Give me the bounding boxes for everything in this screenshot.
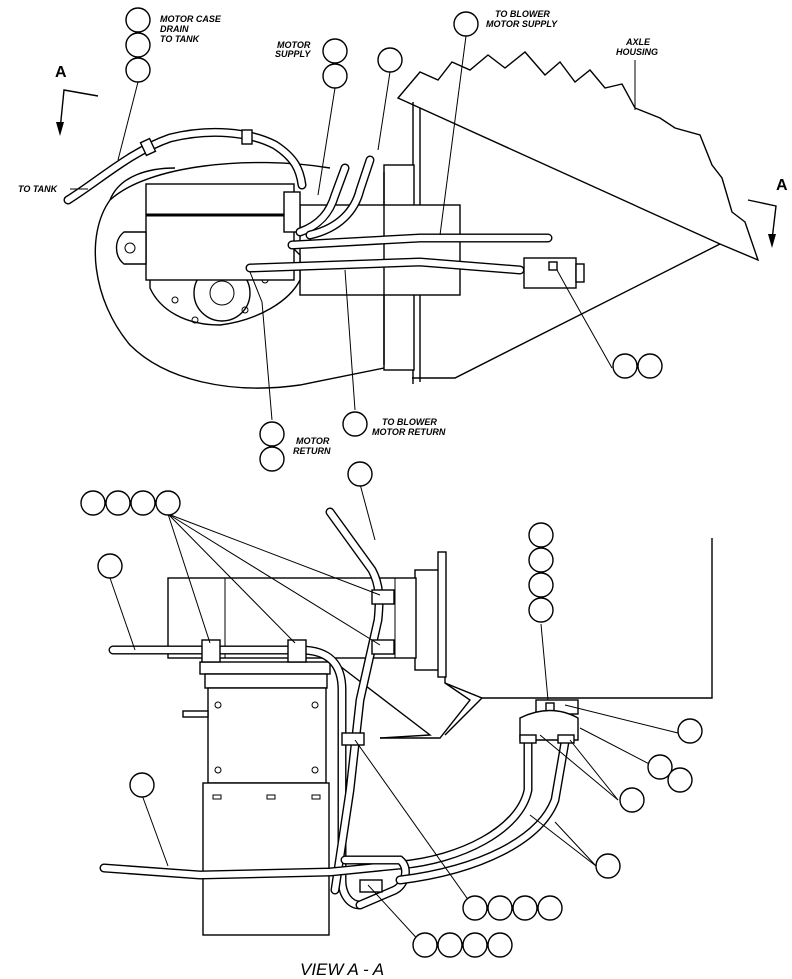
view-caption: VIEW A - A bbox=[300, 960, 384, 979]
motor-body bbox=[145, 183, 301, 326]
callout-balloons-top bbox=[125, 7, 663, 472]
callout-balloon bbox=[537, 895, 563, 921]
callout-balloon bbox=[125, 32, 151, 58]
fitting-block bbox=[519, 699, 579, 744]
label-motor-case-drain-3: TO TANK bbox=[160, 34, 201, 44]
callout-balloon bbox=[528, 547, 554, 573]
callout-balloon bbox=[412, 932, 438, 958]
callout-balloon bbox=[259, 446, 285, 472]
callout-balloon bbox=[487, 932, 513, 958]
axle-housing bbox=[396, 51, 760, 262]
label-motor-supply-2: SUPPLY bbox=[275, 49, 311, 59]
callout-balloon bbox=[487, 895, 513, 921]
callout-balloon bbox=[612, 353, 638, 379]
mounting-ear bbox=[115, 231, 147, 265]
callout-balloon bbox=[667, 767, 693, 793]
top-view: A A MOTOR CASE DRAIN T bbox=[18, 7, 788, 472]
label-motor-supply-1: MOTOR bbox=[277, 40, 311, 50]
label-axle-housing-1: AXLE bbox=[625, 37, 651, 47]
callout-balloon bbox=[97, 553, 123, 579]
callout-balloon bbox=[80, 490, 106, 516]
supply-hoses bbox=[245, 155, 553, 275]
label-motor-case-drain-1: MOTOR CASE bbox=[160, 14, 222, 24]
callout-balloon bbox=[322, 38, 348, 64]
callout-balloon bbox=[129, 772, 155, 798]
axle-housing-section bbox=[444, 538, 713, 699]
callout-balloons-section bbox=[80, 461, 703, 958]
section-marker-left: A bbox=[55, 64, 99, 136]
callout-balloon bbox=[462, 895, 488, 921]
callout-balloon bbox=[677, 718, 703, 744]
label-to-blower-return-2: MOTOR RETURN bbox=[372, 427, 446, 437]
callout-balloon bbox=[595, 853, 621, 879]
callout-balloon bbox=[125, 57, 151, 83]
callout-balloon bbox=[619, 787, 645, 813]
label-motor-case-drain-2: DRAIN bbox=[160, 24, 189, 34]
callout-balloon bbox=[125, 7, 151, 33]
label-to-blower-return-1: TO BLOWER bbox=[382, 417, 437, 427]
label-motor-return-2: RETURN bbox=[293, 446, 331, 456]
section-hoses bbox=[99, 507, 570, 910]
callout-balloon bbox=[105, 490, 131, 516]
motor-stack bbox=[182, 661, 331, 936]
label-to-blower-supply-1: TO BLOWER bbox=[495, 9, 550, 19]
callout-balloon bbox=[259, 421, 285, 447]
callout-balloon bbox=[528, 597, 554, 623]
case-drain-hose bbox=[63, 127, 307, 205]
blower-housing bbox=[94, 161, 385, 389]
callout-balloon bbox=[528, 522, 554, 548]
callout-balloon bbox=[322, 63, 348, 89]
label-motor-return-1: MOTOR bbox=[296, 436, 330, 446]
label-axle-housing-2: HOUSING bbox=[616, 47, 658, 57]
callout-balloon bbox=[342, 411, 368, 437]
section-view: VIEW A - A bbox=[80, 461, 713, 979]
section-letter: A bbox=[776, 177, 788, 194]
leader-lines-top bbox=[70, 35, 636, 421]
callout-balloon bbox=[647, 754, 673, 780]
callout-balloon bbox=[637, 353, 663, 379]
label-to-blower-supply-2: MOTOR SUPPLY bbox=[486, 19, 558, 29]
callout-balloon bbox=[462, 932, 488, 958]
callout-balloon bbox=[437, 932, 463, 958]
callout-balloon bbox=[347, 461, 373, 487]
callout-balloon bbox=[512, 895, 538, 921]
labels-top: MOTOR CASE DRAIN TO TANK MOTOR SUPPLY TO… bbox=[18, 9, 658, 456]
callout-balloon bbox=[453, 11, 479, 37]
section-marker-right: A bbox=[747, 177, 788, 248]
callout-balloon bbox=[528, 572, 554, 598]
callout-balloon bbox=[377, 47, 403, 73]
callout-balloon bbox=[155, 490, 181, 516]
leader-lines-section bbox=[109, 483, 679, 946]
section-letter: A bbox=[55, 64, 67, 81]
callout-balloon bbox=[130, 490, 156, 516]
label-to-tank: TO TANK bbox=[18, 184, 59, 194]
